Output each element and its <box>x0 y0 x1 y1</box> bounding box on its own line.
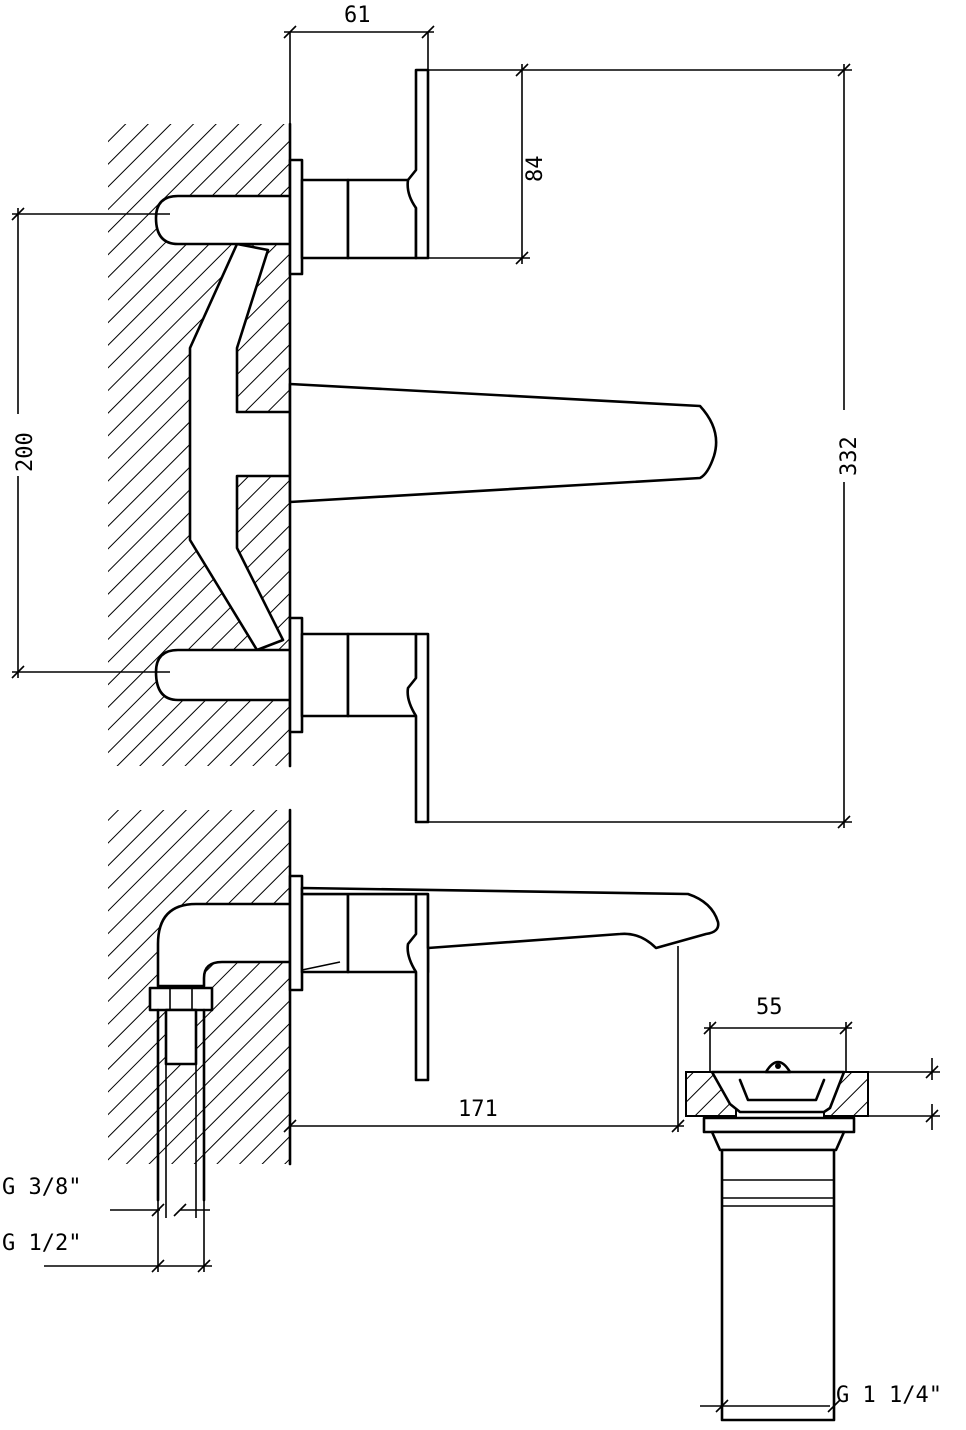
upper-lever <box>406 68 430 260</box>
lower-lever <box>406 632 430 824</box>
drain-detail: 55 G 1 1/4" <box>685 995 942 1422</box>
dim-top-width: 61 <box>283 3 435 160</box>
dim-spout-projection-label: 171 <box>458 1097 498 1122</box>
dim-drain-width-label: 55 <box>756 995 783 1020</box>
side-inlet-nut <box>148 986 214 1012</box>
drain-flange <box>710 1070 846 1114</box>
thread-label-large: G 1/2" <box>2 1231 81 1256</box>
dim-inlet-threads: G 3/8" G 1/2" <box>2 1064 212 1273</box>
drain-tail <box>720 1148 836 1422</box>
spout-front <box>288 382 718 504</box>
dim-spout-projection: 171 <box>283 946 685 1133</box>
side-cartridge <box>300 892 350 974</box>
lower-rosette <box>288 616 304 734</box>
dim-handle-height-label: 84 <box>523 156 548 183</box>
dim-total-height-label: 332 <box>837 436 862 476</box>
drain-body <box>710 1130 846 1152</box>
side-inlet-stub <box>164 1008 198 1066</box>
drain-thread-label: G 1 1/4" <box>836 1383 942 1408</box>
upper-rosette <box>288 158 304 276</box>
upper-valve-body <box>346 178 418 260</box>
dim-center-distance-label: 200 <box>13 432 38 472</box>
spout-side <box>300 886 720 950</box>
side-view: 171 G 3/8" G 1/2" <box>2 808 720 1273</box>
dim-handle-height: 84 <box>428 63 852 265</box>
lower-cartridge <box>300 632 350 718</box>
dim-center-distance: 200 <box>4 207 170 679</box>
dim-total-height: 332 <box>428 63 862 829</box>
side-lever <box>406 892 430 1082</box>
drain-washer <box>702 1116 856 1134</box>
side-rosette <box>288 874 304 992</box>
lower-valve-body <box>346 632 418 718</box>
upper-cartridge <box>300 178 350 260</box>
side-inlet-elbow <box>156 902 292 988</box>
mixer-body-front <box>188 242 292 652</box>
front-view: 61 84 332 200 <box>4 3 862 829</box>
thread-label-small: G 3/8" <box>2 1175 81 1200</box>
dim-top-width-label: 61 <box>344 3 371 28</box>
lower-inlet-elbow <box>154 648 292 702</box>
upper-inlet-elbow <box>154 194 292 246</box>
